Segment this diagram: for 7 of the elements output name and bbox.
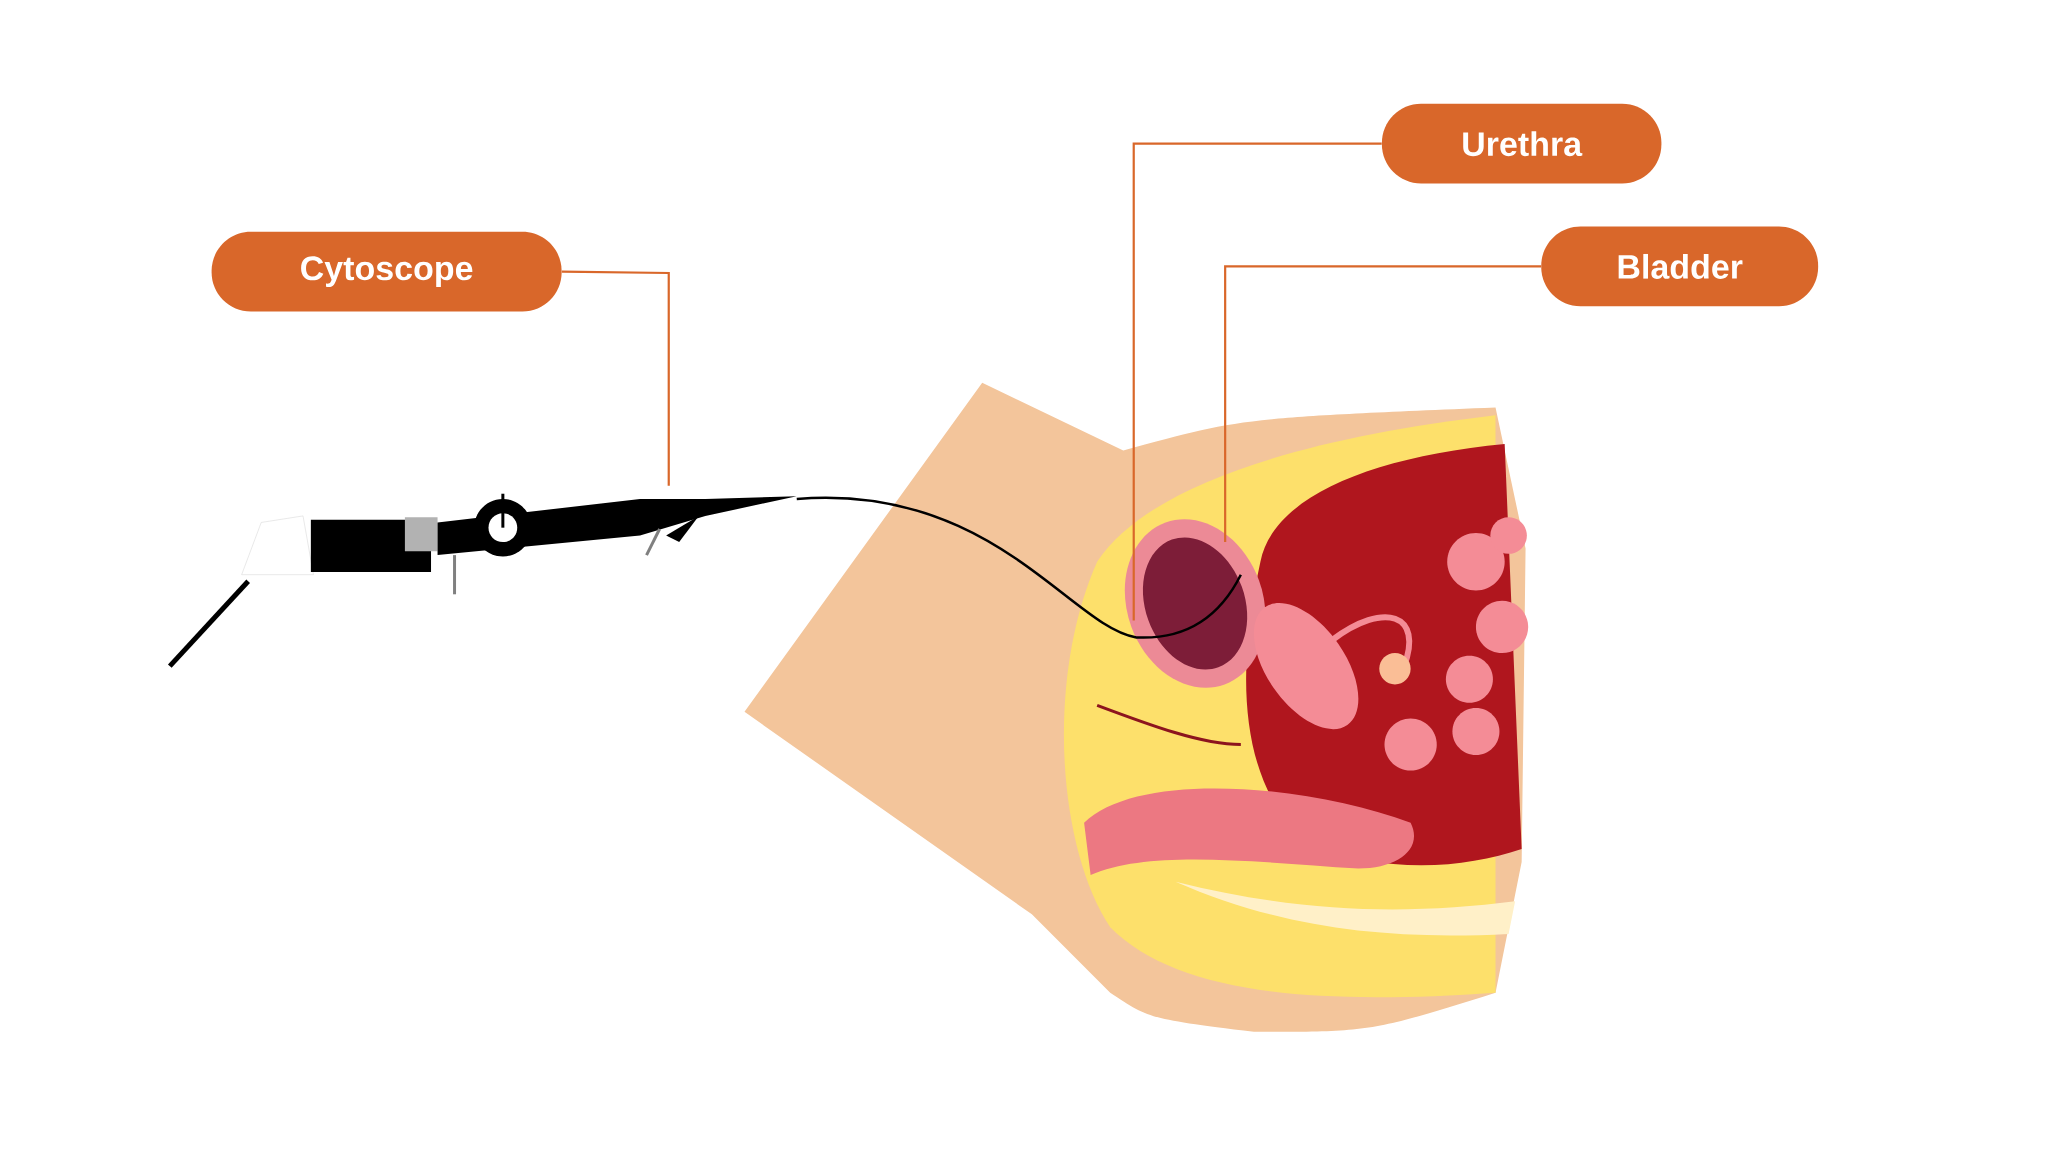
label-box: Urethra: [1381, 103, 1662, 184]
label-box: Cytoscope: [211, 231, 562, 312]
leader-line: [561, 270, 670, 486]
leader-line: [1132, 142, 1382, 621]
leader-line: [1224, 265, 1542, 543]
label-box: Bladder: [1541, 226, 1819, 307]
cystoscope-drawing: [167, 493, 797, 668]
